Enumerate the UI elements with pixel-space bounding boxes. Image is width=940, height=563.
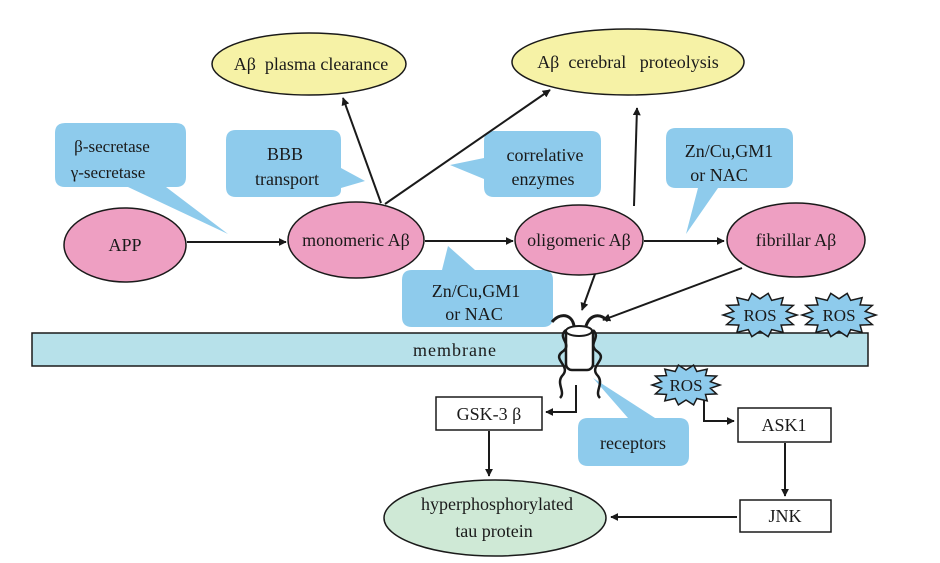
node-fibrillar-shape — [726, 202, 866, 278]
node-app: APP — [63, 207, 187, 283]
membrane-label: membrane — [413, 340, 497, 360]
arrow-receptor-to-gsk3b — [545, 385, 577, 416]
node-hyperphosphorylated-line2: tau protein — [455, 521, 532, 541]
receptor-arm-left — [550, 314, 576, 327]
node-hyperphosphorylated-line1: hyperphosphorylated — [421, 494, 573, 514]
callout-enzymes-shape — [450, 131, 601, 197]
ros-burst-2: ROS — [799, 292, 879, 338]
arrow-oligomeric-to-proteolysis — [632, 107, 641, 207]
node-cerebral-proteolysis: Aβ cerebral proteolysis — [511, 28, 745, 96]
node-monomeric-shape — [287, 201, 425, 279]
arrow-fibrillar-to-receptor — [602, 267, 743, 322]
receptor-coil-left — [557, 329, 568, 399]
node-jnk-label: JNK — [768, 506, 801, 526]
callout-bbb-line2: transport — [255, 169, 319, 189]
arrow-monomeric-to-plasma — [341, 97, 382, 204]
node-gsk3b-shape — [435, 396, 543, 431]
callout-receptors-shape — [578, 378, 689, 466]
membrane-bar — [31, 332, 869, 367]
ros-burst-icon — [720, 292, 800, 338]
callout-zn-top-line1: Zn/Cu,GM1 — [685, 141, 774, 161]
node-cerebral-proteolysis-shape — [511, 28, 745, 96]
arrows — [187, 89, 789, 521]
node-monomeric: monomeric Aβ — [287, 201, 425, 279]
node-oligomeric: oligomeric Aβ — [514, 204, 644, 276]
node-oligomeric-label: oligomeric Aβ — [527, 230, 631, 250]
callout-secretase-line2: γ-secretase — [70, 163, 146, 182]
receptor-arm-right — [584, 314, 610, 327]
ros-label-2: ROS — [822, 306, 855, 325]
ros-label-3: ROS — [669, 376, 702, 395]
callout-zn-top-shape — [666, 128, 793, 234]
node-plasma-clearance-shape — [211, 32, 407, 96]
callout-bbb: BBB transport — [226, 130, 365, 197]
callout-enzymes: correlative enzymes — [450, 131, 601, 197]
arrow-ros-to-ask1 — [703, 400, 735, 425]
callout-secretase-shape — [55, 123, 228, 234]
arrow-monomeric-to-proteolysis — [384, 89, 551, 205]
node-gsk3b-label: GSK-3 β — [457, 404, 522, 424]
node-monomeric-label: monomeric Aβ — [302, 230, 410, 250]
node-ask1-shape — [737, 407, 832, 443]
receptor-coil-right — [592, 329, 603, 399]
node-plasma-clearance: Aβ plasma clearance — [211, 32, 407, 96]
node-jnk: JNK — [739, 499, 832, 533]
callout-zn-top: Zn/Cu,GM1 or NAC — [666, 128, 793, 234]
node-cerebral-proteolysis-label: Aβ cerebral proteolysis — [537, 52, 719, 72]
callout-enzymes-line1: correlative — [507, 145, 584, 165]
node-ask1: ASK1 — [737, 407, 832, 443]
callout-zn-bottom: Zn/Cu,GM1 or NAC — [402, 246, 553, 327]
node-fibrillar-label: fibrillar Aβ — [756, 230, 837, 250]
callout-zn-top-line2: or NAC — [690, 165, 748, 185]
node-app-label: APP — [108, 235, 141, 255]
node-jnk-shape — [739, 499, 832, 533]
callout-secretase-line1: β-secretase — [74, 137, 150, 156]
ros-burst-1: ROS — [720, 292, 800, 338]
ros-label-1: ROS — [743, 306, 776, 325]
membrane: membrane — [31, 332, 869, 367]
callout-bbb-shape — [226, 130, 365, 197]
receptor-channel-icon — [550, 314, 610, 399]
callout-secretase: β-secretase γ-secretase — [55, 123, 228, 234]
callout-receptors: receptors — [578, 378, 689, 466]
node-app-shape — [63, 207, 187, 283]
node-ask1-label: ASK1 — [761, 415, 806, 435]
ros-burst-icon — [649, 364, 723, 406]
callout-zn-bottom-line2: or NAC — [445, 304, 503, 324]
receptor-top — [565, 325, 593, 337]
node-hyperphosphorylated-tau: hyperphosphorylated tau protein — [383, 479, 607, 557]
callout-bbb-line1: BBB — [267, 144, 303, 164]
callout-receptors-label: receptors — [600, 433, 666, 453]
callout-zn-bottom-line1: Zn/Cu,GM1 — [432, 281, 521, 301]
node-oligomeric-shape — [514, 204, 644, 276]
arrow-oligomeric-to-receptor — [580, 273, 596, 311]
callout-zn-bottom-shape — [402, 246, 553, 327]
node-fibrillar: fibrillar Aβ — [726, 202, 866, 278]
node-plasma-clearance-label: Aβ plasma clearance — [234, 54, 389, 74]
ros-burst-3: ROS — [649, 364, 723, 406]
node-gsk3b: GSK-3 β — [435, 396, 543, 431]
ros-burst-icon — [799, 292, 879, 338]
node-hyperphosphorylated-tau-shape — [383, 479, 607, 557]
callout-enzymes-line2: enzymes — [512, 169, 575, 189]
